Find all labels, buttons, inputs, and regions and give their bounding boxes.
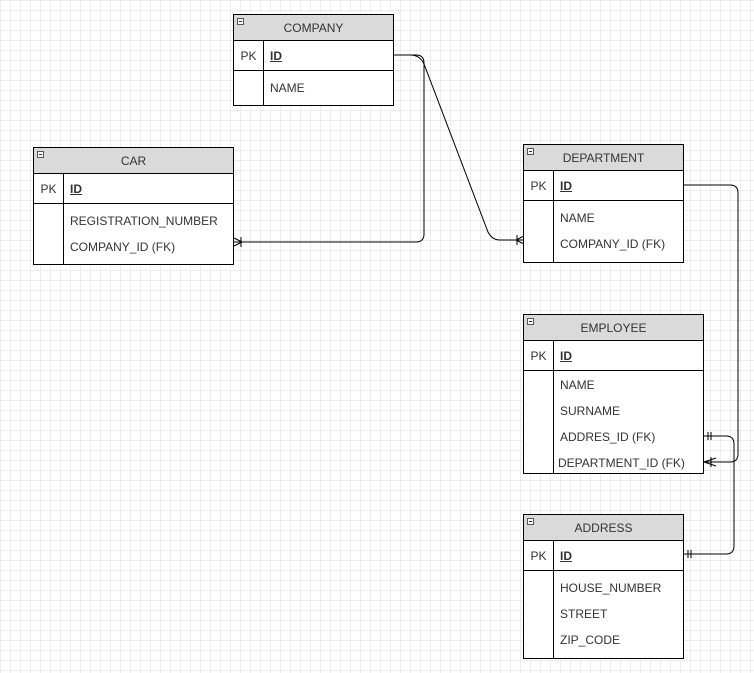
entity-department[interactable]: DEPARTMENT PK ID NAME COMPANY_ID (FK): [523, 144, 684, 263]
entity-title: COMPANY: [283, 21, 344, 35]
field-section: NAME SURNAME ADDRES_ID (FK) DEPARTMENT_I…: [524, 371, 703, 473]
entity-header[interactable]: COMPANY: [234, 15, 393, 41]
one-marker-employee-icon: [707, 432, 712, 440]
connector-department-employee[interactable]: [684, 184, 739, 463]
primary-key-row[interactable]: PK ID: [524, 341, 703, 371]
primary-key-row[interactable]: PK ID: [34, 174, 233, 204]
pk-field: ID: [270, 48, 282, 63]
pk-label: PK: [524, 541, 554, 570]
connector-company-car[interactable]: [234, 54, 425, 243]
field-row[interactable]: NAME: [560, 378, 595, 392]
field-list: NAME: [264, 71, 305, 105]
collapse-icon[interactable]: [527, 518, 534, 525]
primary-key-row[interactable]: PK ID: [234, 41, 393, 71]
pk-label: PK: [524, 341, 554, 370]
pk-field: ID: [560, 548, 572, 563]
one-marker-address-icon: [687, 550, 692, 558]
collapse-icon[interactable]: [37, 151, 44, 158]
field-row[interactable]: ADDRES_ID (FK): [560, 430, 656, 444]
primary-key-row[interactable]: PK ID: [524, 171, 683, 201]
field-row[interactable]: DEPARTMENT_ID (FK): [558, 456, 685, 470]
field-row[interactable]: NAME: [270, 81, 305, 95]
field-section: NAME: [234, 71, 393, 105]
key-column: [524, 371, 554, 473]
key-column: [524, 201, 554, 262]
field-row[interactable]: REGISTRATION_NUMBER: [70, 214, 218, 228]
entity-header[interactable]: ADDRESS: [524, 515, 683, 541]
pk-field: ID: [560, 348, 572, 363]
field-list: NAME SURNAME ADDRES_ID (FK) DEPARTMENT_I…: [554, 371, 685, 473]
crowsfoot-car-icon: [233, 237, 243, 247]
entity-header[interactable]: DEPARTMENT: [524, 145, 683, 171]
crowsfoot-department-icon: [515, 235, 525, 245]
crowsfoot-employee-icon: [703, 457, 717, 467]
field-row[interactable]: COMPANY_ID (FK): [560, 237, 666, 251]
entity-title: ADDRESS: [574, 521, 633, 535]
key-column: [234, 71, 264, 105]
collapse-icon[interactable]: [527, 318, 534, 325]
field-section: REGISTRATION_NUMBER COMPANY_ID (FK): [34, 204, 233, 264]
connector-employee-address[interactable]: [684, 435, 735, 555]
field-row[interactable]: NAME: [560, 211, 595, 225]
key-column: [524, 571, 554, 658]
entity-title: DEPARTMENT: [562, 151, 645, 165]
pk-field: ID: [560, 178, 572, 193]
entity-address[interactable]: ADDRESS PK ID HOUSE_NUMBER STREET ZIP_CO…: [523, 514, 684, 659]
field-row[interactable]: SURNAME: [560, 404, 621, 418]
entity-car[interactable]: CAR PK ID REGISTRATION_NUMBER COMPANY_ID…: [33, 147, 234, 265]
entity-title: CAR: [120, 154, 147, 168]
connector-company-department[interactable]: [394, 54, 524, 241]
field-row[interactable]: HOUSE_NUMBER: [560, 581, 662, 595]
field-list: NAME COMPANY_ID (FK): [554, 201, 665, 262]
field-list: REGISTRATION_NUMBER COMPANY_ID (FK): [64, 204, 218, 264]
collapse-icon[interactable]: [237, 18, 244, 25]
field-row[interactable]: COMPANY_ID (FK): [70, 240, 176, 254]
entity-company[interactable]: COMPANY PK ID NAME: [233, 14, 394, 106]
pk-label: PK: [524, 171, 554, 200]
pk-label: PK: [34, 174, 64, 203]
field-list: HOUSE_NUMBER STREET ZIP_CODE: [554, 571, 661, 658]
field-section: NAME COMPANY_ID (FK): [524, 201, 683, 262]
entity-employee[interactable]: EMPLOYEE PK ID NAME SURNAME ADDRES_ID (F…: [523, 314, 704, 474]
key-column: [34, 204, 64, 264]
collapse-icon[interactable]: [527, 148, 534, 155]
entity-title: EMPLOYEE: [580, 321, 647, 335]
field-row[interactable]: STREET: [560, 607, 608, 621]
entity-header[interactable]: EMPLOYEE: [524, 315, 703, 341]
pk-field: ID: [70, 181, 82, 196]
field-section: HOUSE_NUMBER STREET ZIP_CODE: [524, 571, 683, 658]
pk-label: PK: [234, 41, 264, 70]
field-row[interactable]: ZIP_CODE: [560, 633, 621, 647]
entity-header[interactable]: CAR: [34, 148, 233, 174]
primary-key-row[interactable]: PK ID: [524, 541, 683, 571]
